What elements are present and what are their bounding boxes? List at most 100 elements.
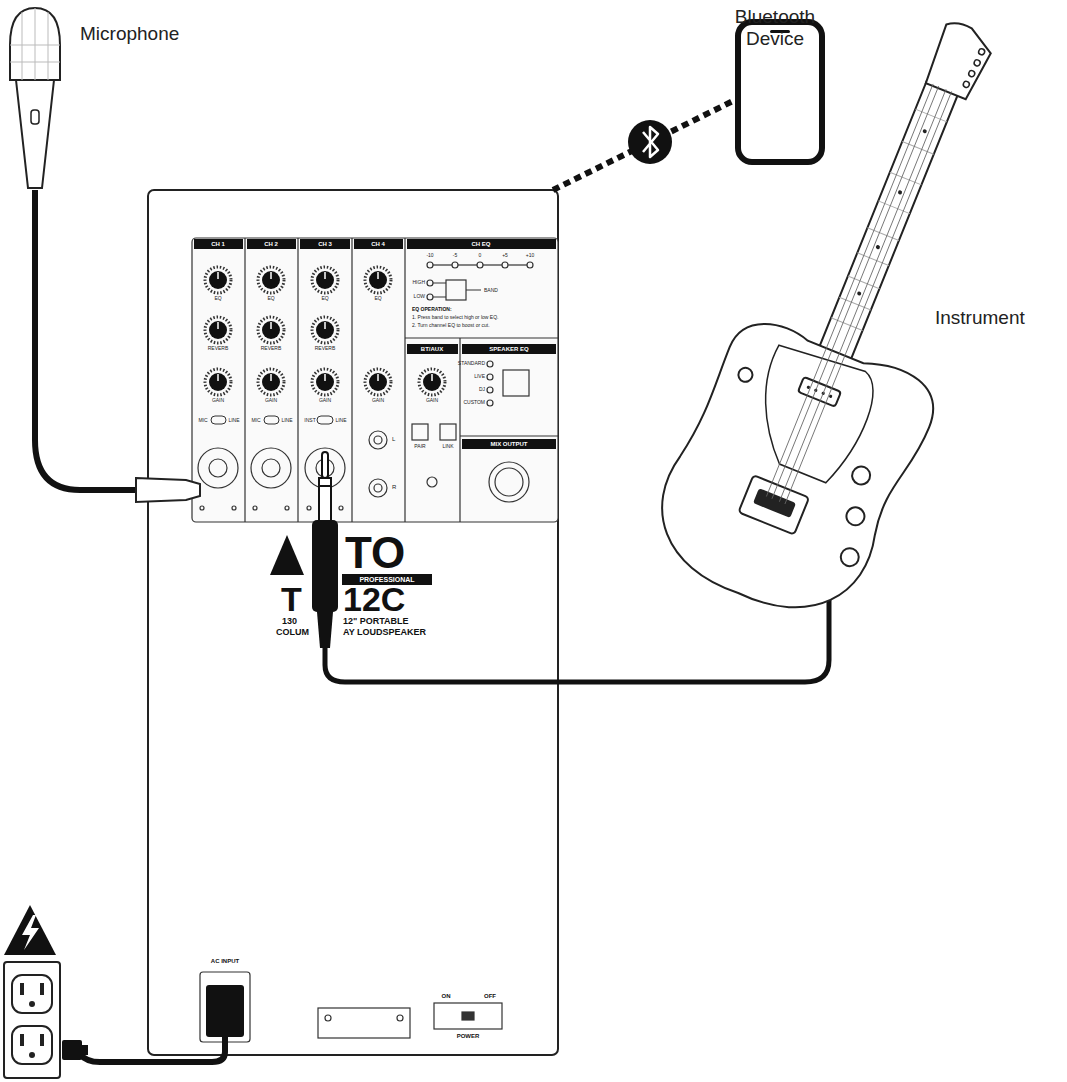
knob-part [316, 271, 334, 289]
section-header: CH EQ [471, 241, 490, 247]
knob-part [217, 374, 219, 381]
led-label: DJ [479, 387, 485, 392]
knob-part [270, 272, 272, 279]
note-text: 1. Press band to select high or low EQ. [412, 315, 498, 320]
button-label: BAND [484, 288, 498, 293]
scale-label: -10 [426, 253, 433, 258]
switch-label: OFF [484, 993, 496, 999]
jack-label: R [392, 484, 396, 490]
button-label: PAIR [414, 444, 425, 449]
knob-label: GAIN [372, 398, 384, 403]
scale-label: +10 [526, 253, 534, 258]
knob-part [258, 317, 284, 343]
model-subtitle: 130 [282, 617, 297, 626]
scale-label: +5 [502, 253, 508, 258]
knob-part [377, 272, 379, 279]
knob-part [377, 374, 379, 381]
button-label: LINK [442, 444, 453, 449]
panel-label: AC INPUT [211, 958, 239, 964]
led-label: LOW [414, 294, 425, 299]
channel-header: CH 2 [264, 241, 278, 247]
scale-label: -5 [453, 253, 457, 258]
led-label: LIVE [474, 374, 485, 379]
model-name: T [281, 582, 302, 616]
brand-logo [270, 535, 304, 575]
knob-part [431, 374, 433, 381]
knob-part [205, 267, 231, 293]
switch-label: INST [304, 418, 315, 423]
knob-part [262, 373, 280, 391]
section-header: SPEAKER EQ [489, 346, 528, 352]
guitar [638, 0, 1067, 636]
knob-part [205, 369, 231, 395]
knob-part [316, 373, 334, 391]
brand-name: TO [345, 531, 405, 575]
led-label: CUSTOM [463, 400, 485, 405]
knob-part [419, 369, 445, 395]
knob-part [369, 373, 387, 391]
led-label: HIGH [413, 280, 426, 285]
knob-part [217, 272, 219, 279]
knob-part [217, 322, 219, 329]
knob-group [205, 267, 445, 395]
knob-part [209, 373, 227, 391]
knob-label: GAIN [319, 398, 331, 403]
knob-part [205, 317, 231, 343]
knob-part [209, 321, 227, 339]
knob-part [369, 271, 387, 289]
knob-part [324, 374, 326, 381]
knob-part [258, 267, 284, 293]
channel-header: CH 3 [318, 241, 332, 247]
scale-label: 0 [479, 253, 482, 258]
knob-part [209, 271, 227, 289]
knob-label: EQ [374, 296, 381, 301]
note-text: EQ OPERATION: [412, 307, 452, 312]
channel-header: CH 1 [211, 241, 225, 247]
microphone [10, 8, 200, 502]
knob-part [312, 317, 338, 343]
switch-label: MIC [251, 418, 260, 423]
channel-header: CH 4 [371, 241, 385, 247]
knob-label: GAIN [212, 398, 224, 403]
instrument-plug [312, 452, 338, 648]
knob-label: REVERB [208, 346, 229, 351]
knob-part [365, 369, 391, 395]
note-text: 2. Turn channel EQ to boost or cut. [412, 323, 490, 328]
knob-part [262, 321, 280, 339]
model-subtitle: AY LOUDSPEAKER [343, 628, 426, 637]
speaker-body [148, 190, 558, 1055]
wall-outlet [4, 905, 60, 1078]
knob-label: GAIN [265, 398, 277, 403]
knob-part [423, 373, 441, 391]
knob-label: REVERB [315, 346, 336, 351]
mixer-panel [192, 238, 558, 522]
knob-part [324, 322, 326, 329]
model-subtitle: 12" PORTABLE [343, 617, 409, 626]
knob-part [316, 321, 334, 339]
switch-label: LINE [335, 418, 346, 423]
device-label: Microphone [80, 24, 179, 43]
section-header: MIX OUTPUT [491, 441, 528, 447]
knob-part [262, 271, 280, 289]
knob-part [270, 374, 272, 381]
knob-label: EQ [321, 296, 328, 301]
model-subtitle: COLUM [276, 628, 309, 637]
switch-label: MIC [198, 418, 207, 423]
power-cord [62, 985, 244, 1062]
knob-label: REVERB [261, 346, 282, 351]
knob-part [324, 272, 326, 279]
knob-part [270, 322, 272, 329]
model-name: 12C [343, 582, 405, 616]
device-label: Bluetooth Device [720, 6, 830, 50]
switch-label: POWER [457, 1033, 480, 1039]
switch-label: LINE [228, 418, 239, 423]
power-section [200, 972, 502, 1042]
knob-part [312, 369, 338, 395]
knob-part [365, 267, 391, 293]
section-header: BT/AUX [421, 346, 443, 352]
knob-label: EQ [214, 296, 221, 301]
switch-label: LINE [281, 418, 292, 423]
device-label: Instrument [935, 308, 1025, 327]
knob-part [312, 267, 338, 293]
